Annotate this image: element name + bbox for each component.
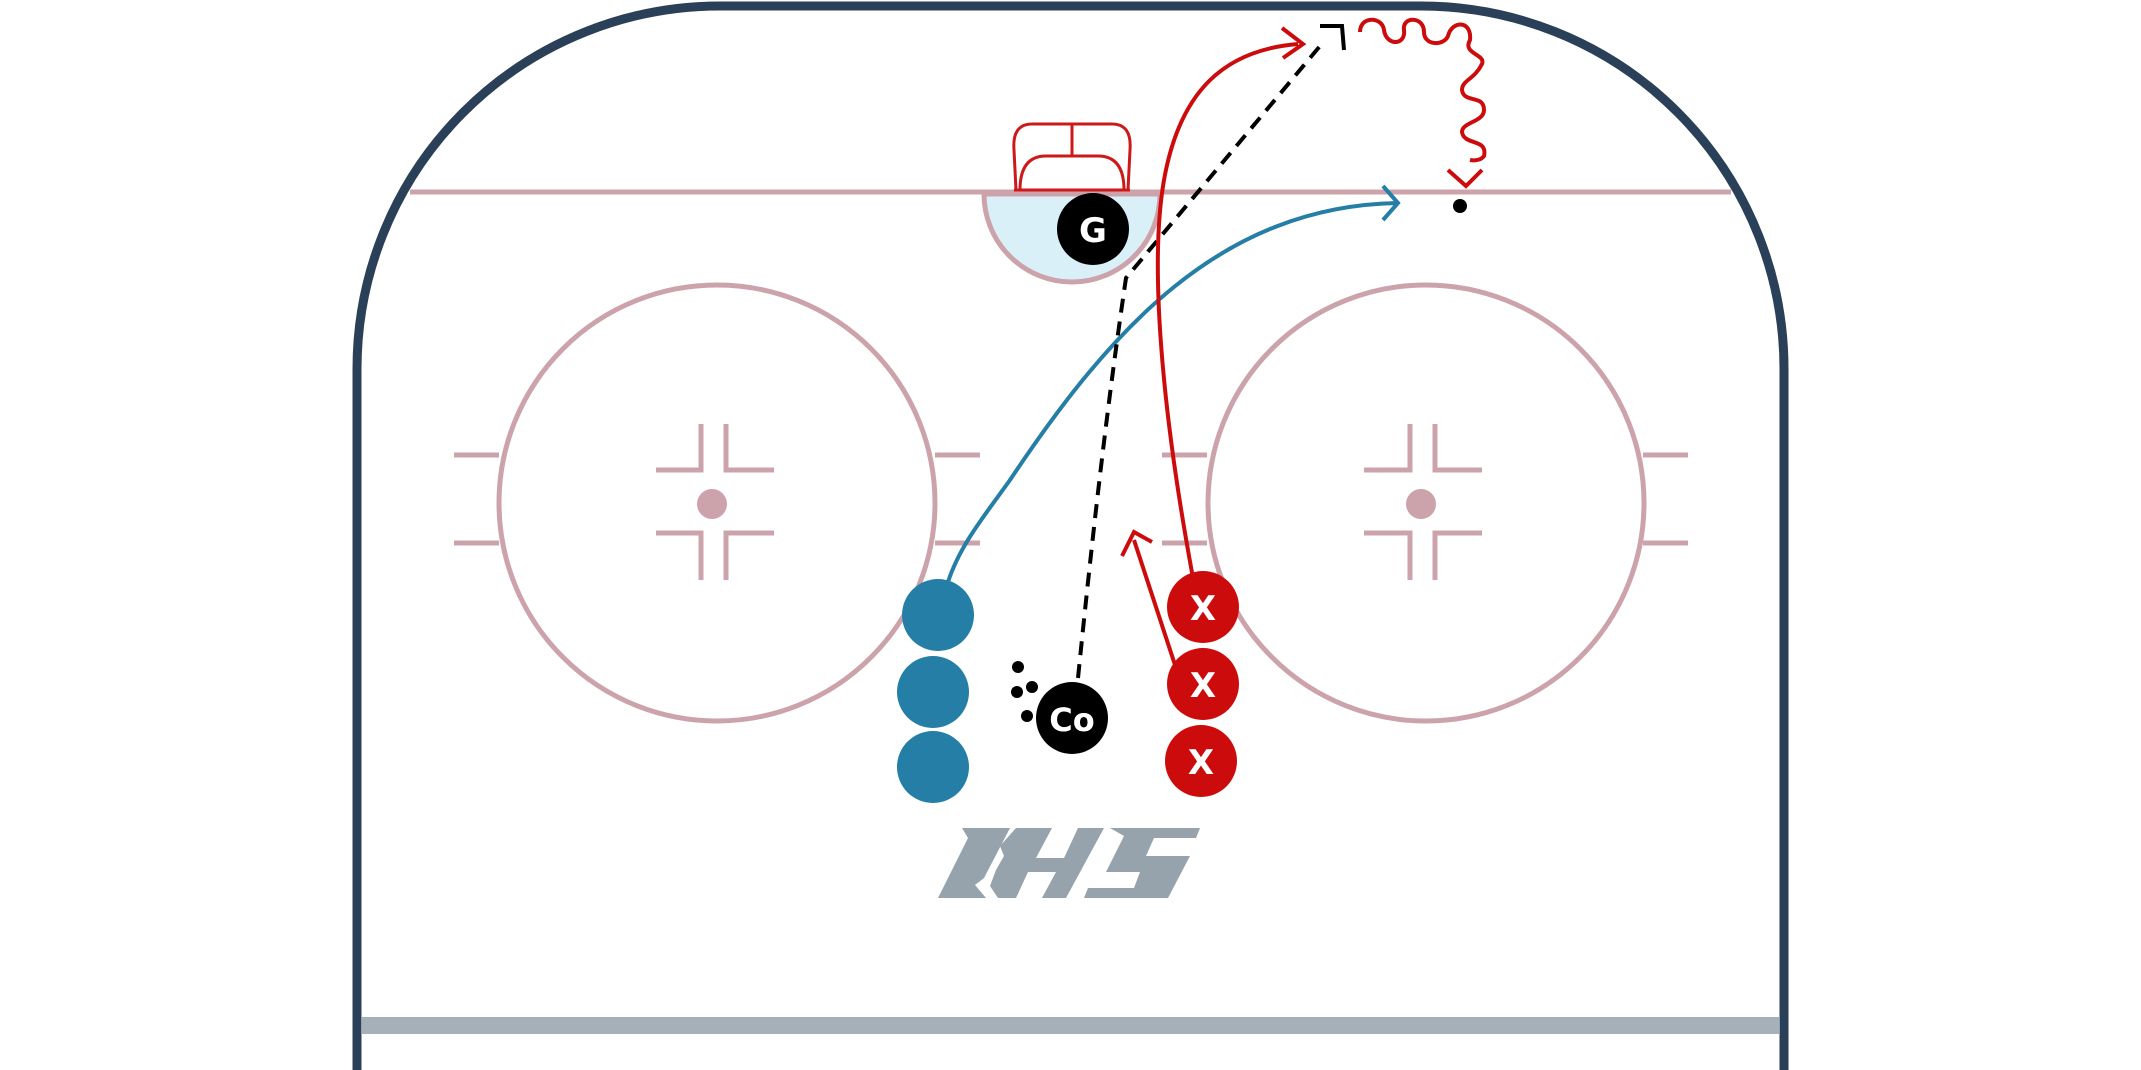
red-player-1-label: X <box>1190 589 1216 629</box>
red-short-arrow-head <box>1120 529 1153 557</box>
red-player-1[interactable]: X <box>1167 571 1239 643</box>
faceoff-dot-right <box>1406 489 1436 519</box>
red-player-2[interactable]: X <box>1167 648 1239 720</box>
red-arrow-head-top <box>1280 26 1307 60</box>
puck-icon <box>1026 681 1038 693</box>
red-stickhandle-arrow-head <box>1446 168 1484 189</box>
coach-player[interactable]: Co <box>1036 682 1108 754</box>
faceoff-circle-left <box>454 282 980 724</box>
puck-icon <box>1453 199 1467 213</box>
red-stickhandle-path <box>1358 17 1487 163</box>
red-player-3-label: X <box>1188 743 1214 783</box>
coach-label: Co <box>1049 701 1094 739</box>
puck-icon <box>1012 661 1024 673</box>
red-player-2-label: X <box>1190 666 1216 706</box>
blue-arrow-head <box>1381 184 1401 222</box>
goalie-label: G <box>1079 211 1107 251</box>
coach-pass-path <box>1076 44 1322 679</box>
red-short-path <box>1132 539 1178 669</box>
puck-icon <box>1021 710 1033 722</box>
faceoff-circle-right <box>1162 282 1688 724</box>
blue-player-2[interactable] <box>897 656 969 728</box>
puck-icon <box>1011 686 1023 698</box>
center-line <box>362 1017 1779 1034</box>
red-player-3[interactable]: X <box>1165 725 1237 797</box>
faceoff-dot-left <box>697 489 727 519</box>
goalie-player[interactable]: G <box>1057 193 1129 265</box>
blue-player-3[interactable] <box>897 731 969 803</box>
red-skate-path <box>1155 42 1299 579</box>
rink-boards <box>352 1 1789 1070</box>
blue-skate-path <box>946 201 1399 583</box>
blue-player-1[interactable] <box>902 579 974 651</box>
goal-net <box>1012 122 1132 192</box>
pass-target-marker <box>1320 24 1346 51</box>
puck-pile <box>1011 661 1038 722</box>
ihs-logo <box>938 828 1200 898</box>
